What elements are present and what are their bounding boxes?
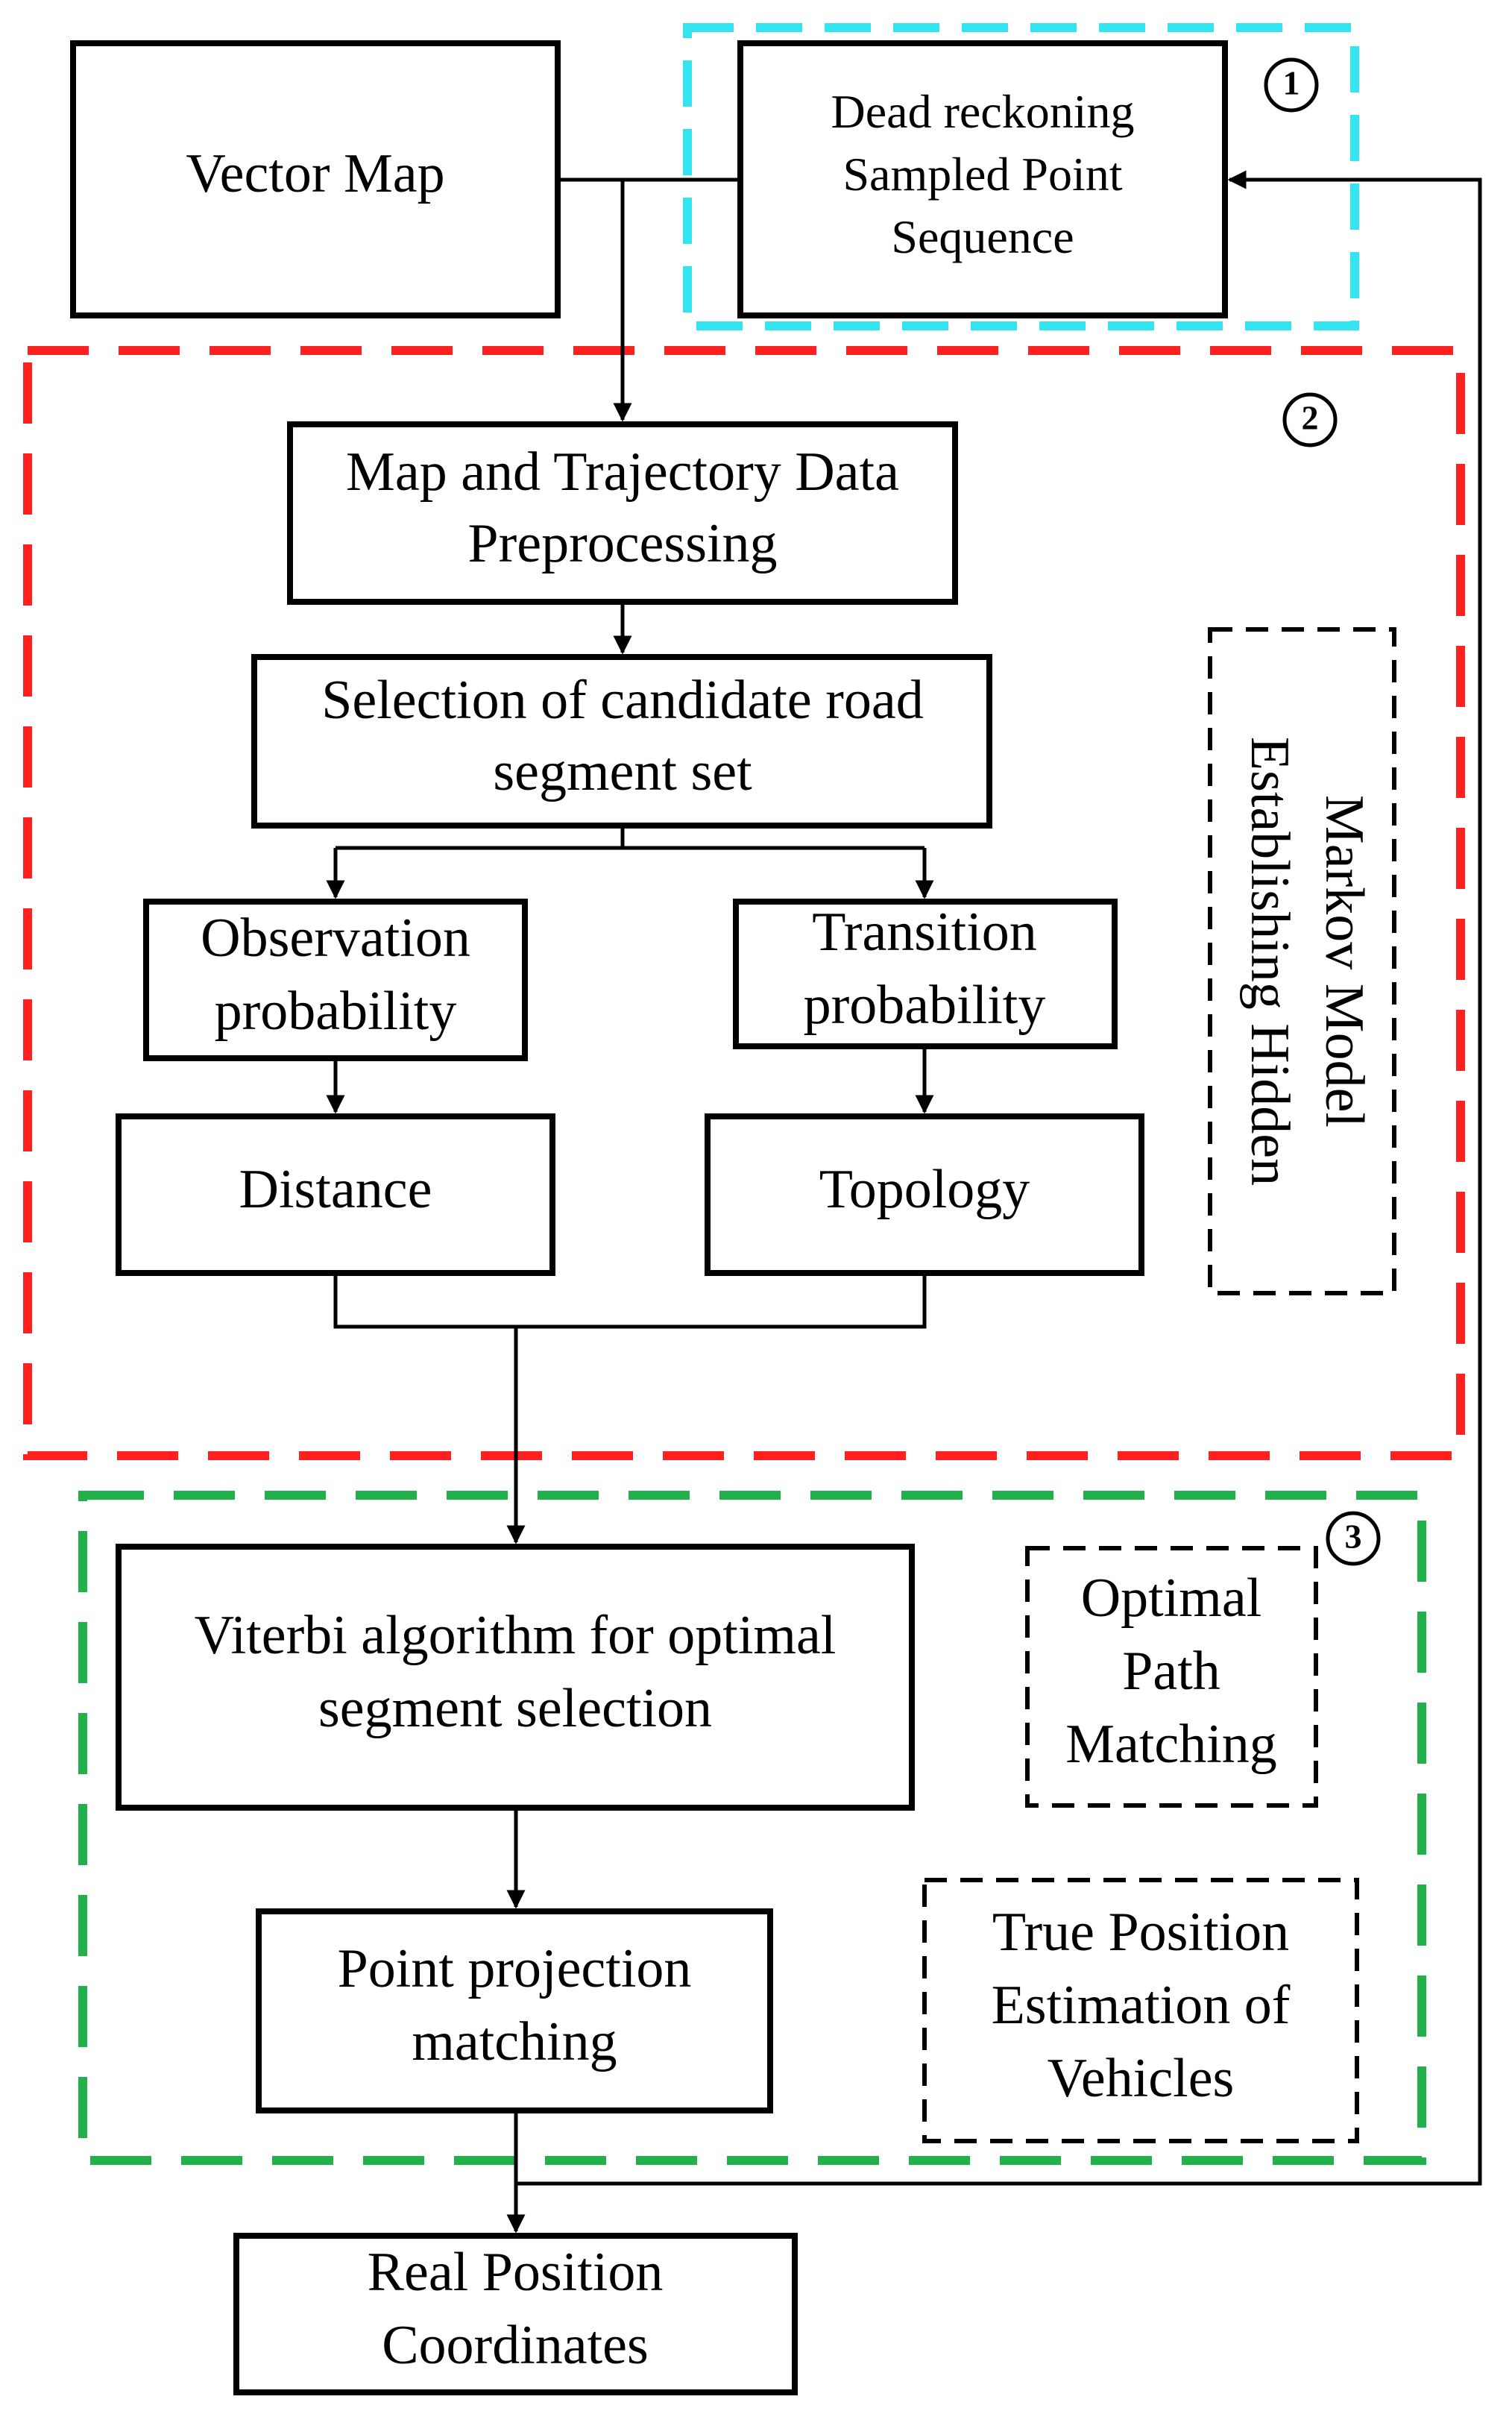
observation-probability-label: Observation probability xyxy=(201,908,470,1042)
candidate-selection-line: Selection of candidate road xyxy=(321,670,924,731)
region-three-frame xyxy=(78,1491,1426,2165)
distance-line: Distance xyxy=(239,1159,432,1220)
region-two-number: 2 xyxy=(1302,399,1319,437)
optimal-path-label-frame xyxy=(1025,1546,1318,1808)
point-projection-line: matching xyxy=(412,2011,617,2072)
point-projection-label: Point projection matching xyxy=(338,1938,692,2072)
region-two-marker: 2 xyxy=(1282,392,1338,447)
point-projection-box xyxy=(256,1908,773,2113)
preprocessing-box xyxy=(287,421,958,605)
transition-probability-line: probability xyxy=(804,975,1046,1036)
dead-reckoning-line: Dead reckoning xyxy=(831,85,1135,138)
topology-line: Topology xyxy=(819,1159,1030,1220)
dead-reckoning-line: Sampled Point xyxy=(842,148,1122,201)
real-position-line: Coordinates xyxy=(382,2315,649,2376)
region-three-marker: 3 xyxy=(1326,1511,1381,1566)
preprocessing-line: Map and Trajectory Data xyxy=(346,441,899,503)
distance-label: Distance xyxy=(239,1159,432,1220)
optimal-path-label-line: Path xyxy=(1122,1641,1220,1702)
preprocessing-line: Preprocessing xyxy=(467,513,777,574)
real-position-line: Real Position xyxy=(368,2242,664,2303)
true-position-label-line: Estimation of xyxy=(992,1975,1291,2036)
dead-reckoning-box xyxy=(737,40,1228,318)
region-one-marker: 1 xyxy=(1264,57,1319,113)
observation-probability-line: Observation xyxy=(201,908,470,969)
hmm-label-line: Markov Model xyxy=(1314,795,1375,1128)
vector-map-box xyxy=(70,40,561,318)
optimal-path-label-line: Matching xyxy=(1065,1714,1277,1775)
point-projection-line: Point projection xyxy=(338,1938,692,1999)
true-position-label-line: Vehicles xyxy=(1048,2048,1235,2109)
candidate-selection-label: Selection of candidate road segment set xyxy=(321,670,924,802)
dead-reckoning-line: Sequence xyxy=(891,210,1074,263)
feedback-arrow-to-dead-reckoning xyxy=(516,170,1482,2186)
topology-label: Topology xyxy=(819,1159,1030,1220)
real-position-box xyxy=(233,2233,798,2395)
viterbi-line: segment selection xyxy=(318,1678,712,1739)
hmm-label-line: Establishing Hidden xyxy=(1239,737,1300,1186)
transition-probability-line: Transition xyxy=(812,902,1037,963)
viterbi-line: Viterbi algorithm for optimal xyxy=(195,1605,837,1666)
true-position-label-line: True Position xyxy=(992,1902,1289,1963)
region-one-number: 1 xyxy=(1283,64,1300,102)
transition-probability-label: Transition probability xyxy=(804,902,1046,1036)
distance-box xyxy=(116,1113,555,1276)
connector-merge-distance-topology xyxy=(333,1273,927,1329)
observation-probability-line: probability xyxy=(215,981,457,1042)
observation-probability-box xyxy=(143,899,528,1061)
vector-map-line: Vector Map xyxy=(186,143,444,204)
optimal-path-label-line: Optimal xyxy=(1081,1568,1262,1629)
vector-map-label: Vector Map xyxy=(186,143,444,204)
viterbi-box xyxy=(116,1544,915,1811)
region-three-number: 3 xyxy=(1345,1518,1362,1556)
hmm-label-frame xyxy=(1208,627,1396,1295)
viterbi-label: Viterbi algorithm for optimal segment sel… xyxy=(195,1605,837,1739)
candidate-selection-line: segment set xyxy=(493,741,752,802)
true-position-label-frame xyxy=(922,1878,1359,2143)
